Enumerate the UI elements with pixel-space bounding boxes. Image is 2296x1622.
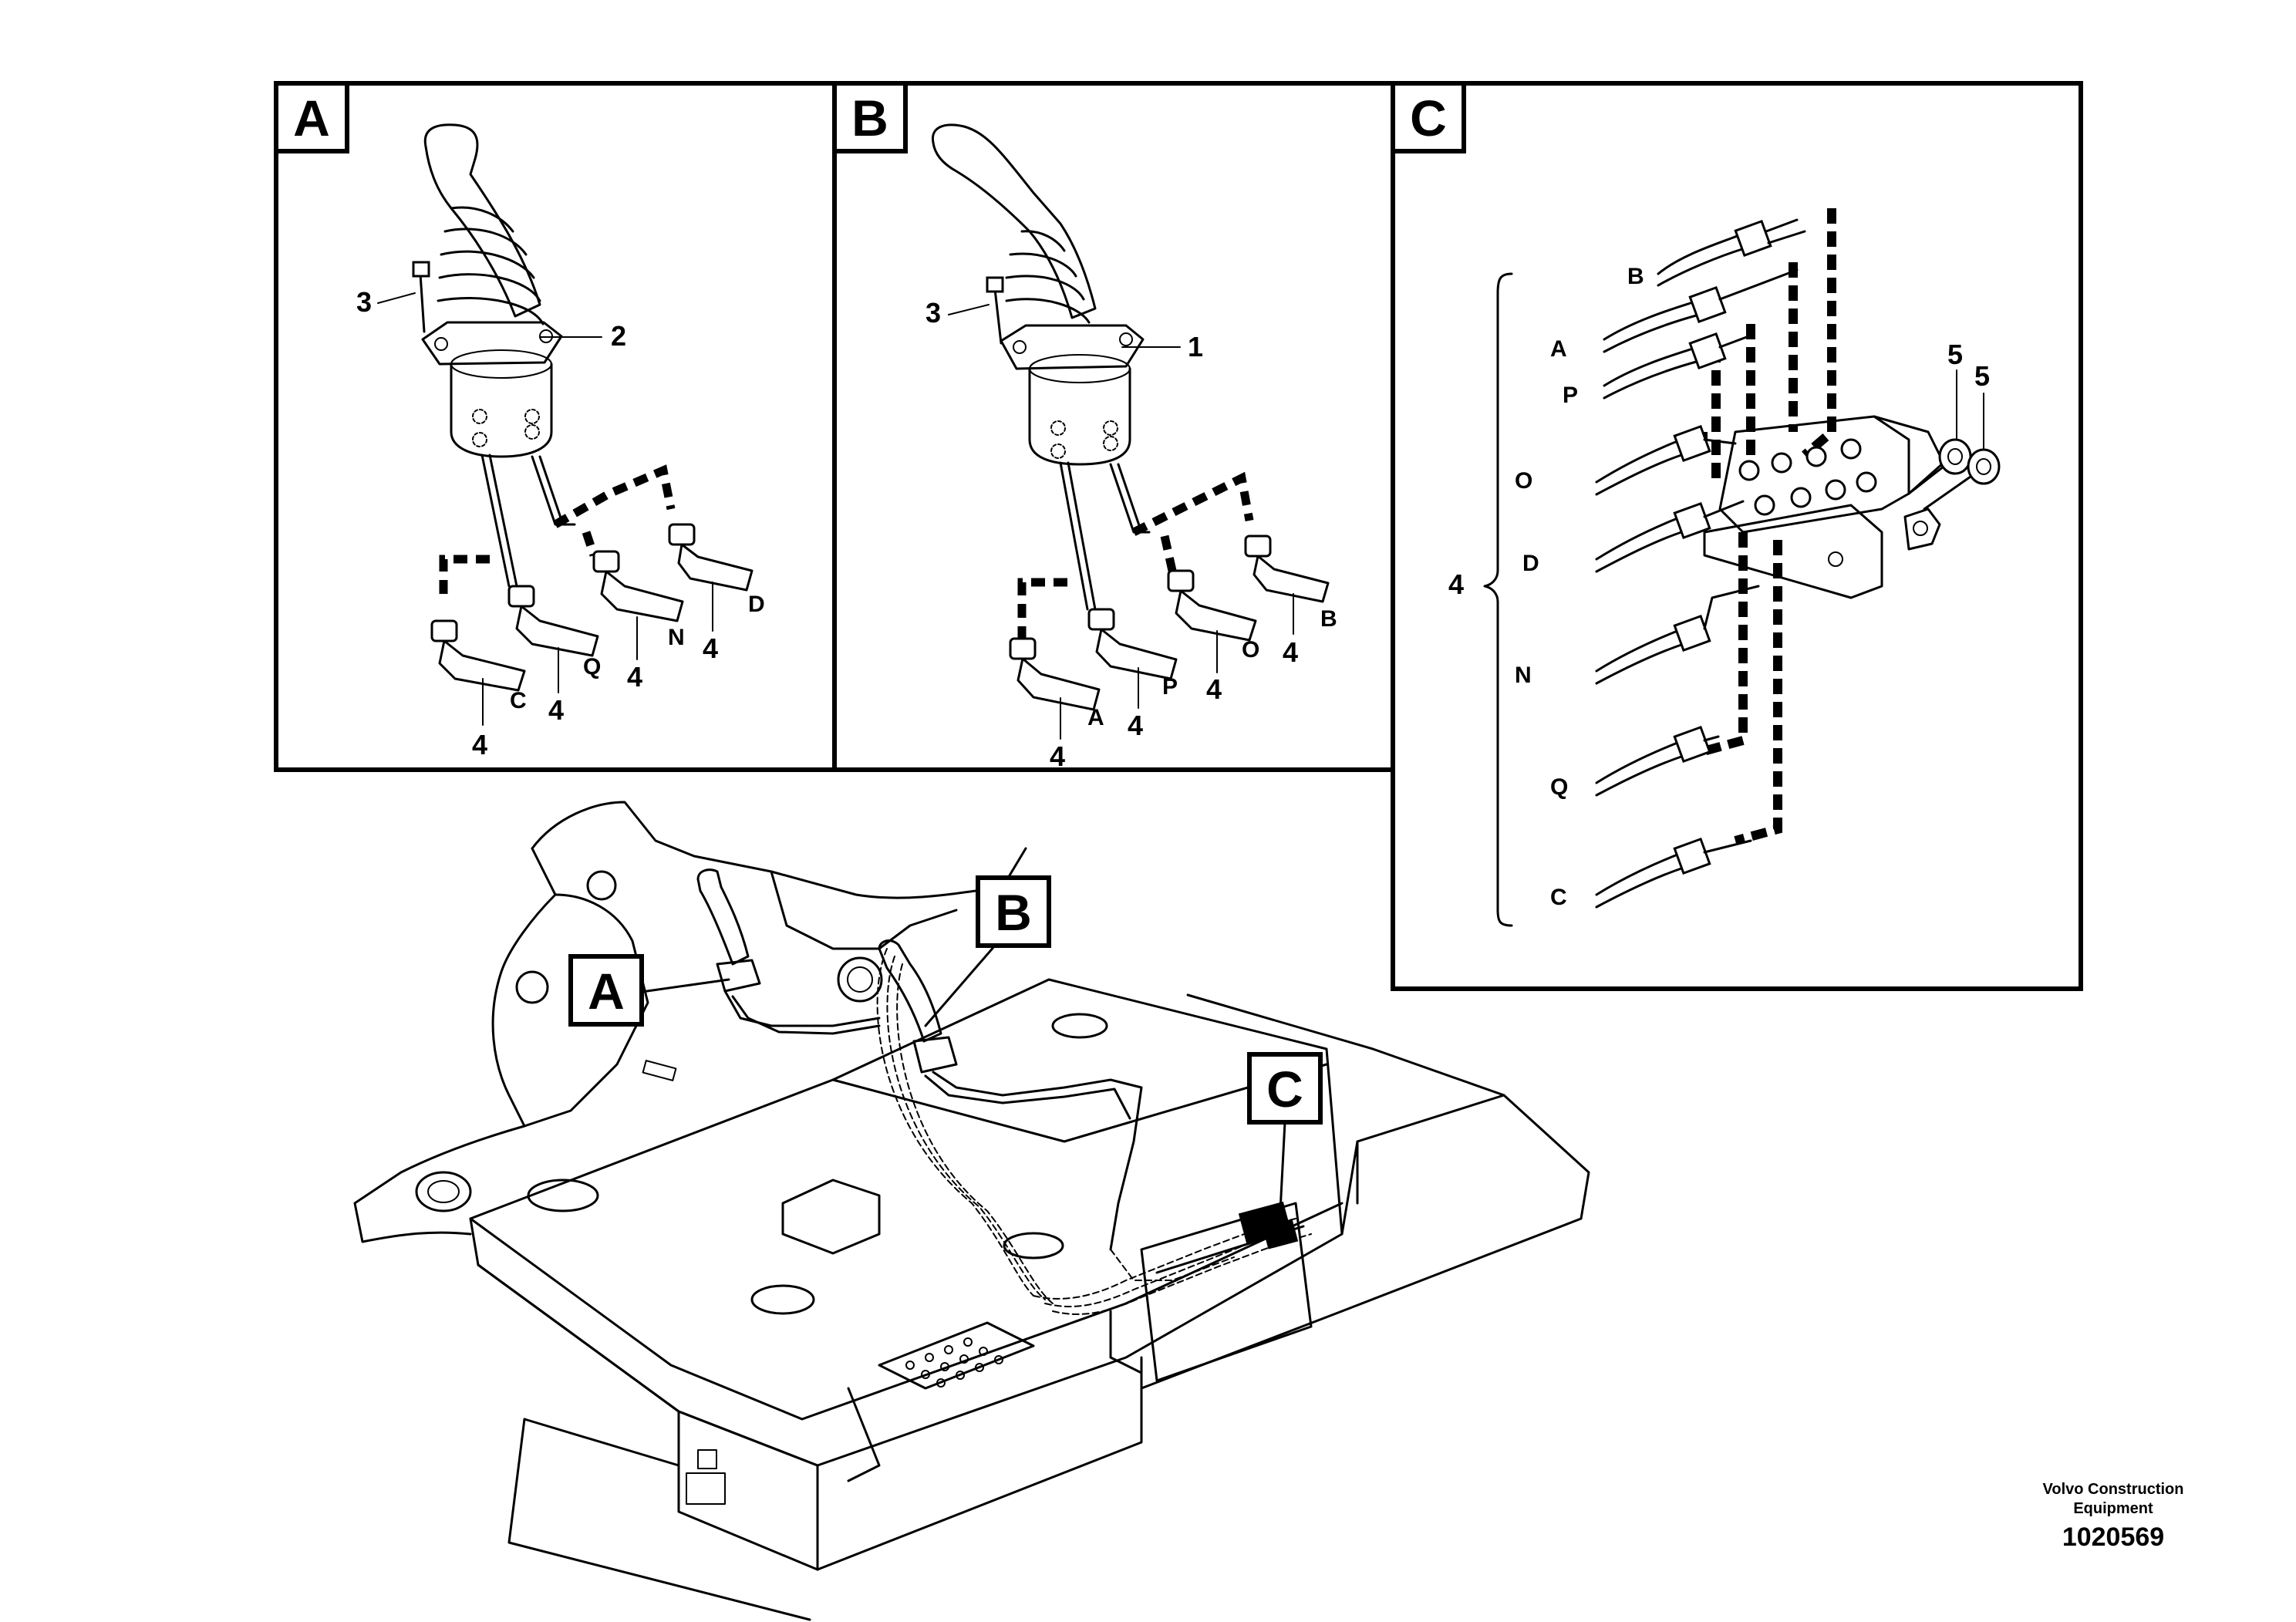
callout-nut-5-left: 5 [1947,339,1963,370]
panel-c-frame [1391,81,2083,991]
callout-joystick-b: 1 [1188,331,1203,363]
hose-c-o [1595,424,1737,496]
company-name-line2: Equipment [2073,1500,2153,1517]
panel-b: B [832,81,1395,772]
callout-hose-b-2: 4 [1128,710,1143,741]
port-label-a-q: Q [583,654,601,679]
overview-callout-b-letter: B [995,884,1032,941]
panel-a-letter: A [293,89,330,147]
callout-screw-a: 3 [356,286,372,318]
overview-valve-cluster [1238,1201,1299,1249]
port-label-b-p: P [1162,674,1178,700]
port-label-c-q: Q [1550,774,1568,800]
callout-hose-b-1: 4 [1050,740,1065,772]
port-label-a-n: N [668,625,685,650]
port-label-c-o: O [1515,468,1532,494]
overview-callout-b: B [924,875,1051,1027]
callout-hose-a-1: 4 [472,729,487,760]
panel-a: A [274,81,837,772]
hose-c-q [1595,725,1720,797]
hose-fitting-n [592,550,684,622]
hose-c-a [1603,268,1799,353]
hose-c-d [1595,500,1745,573]
hose-fitting-b [1244,534,1330,603]
port-label-c-a: A [1550,336,1567,362]
overview-callout-c-letter: C [1266,1061,1303,1118]
panel-c-letter: C [1410,89,1447,147]
port-label-b-a: A [1087,705,1104,730]
company-name-line1: Volvo Construction [2043,1481,2184,1498]
overview-callout-c: C [1247,1052,1323,1212]
panel-c-letter-box [1391,81,1466,153]
hose-fitting-c [430,619,526,692]
overview-callout-a-letter: A [588,963,625,1020]
callout-screw-b: 3 [925,297,941,329]
port-label-c-p: P [1563,383,1578,408]
port-label-b-o: O [1242,637,1259,663]
port-label-c-n: N [1515,663,1532,688]
overview-joystick-a [696,868,881,1035]
panel-b-frame [832,81,1395,772]
hose-fitting-a [1009,637,1101,711]
nut-5-left [1907,438,1972,495]
overview-joystick-b [878,939,1143,1251]
hose-c-n [1595,585,1760,685]
port-label-a-c: C [510,688,527,713]
step-grate [878,1321,1035,1390]
port-label-c-c: C [1550,885,1567,910]
port-label-a-d: D [748,592,765,617]
callout-joystick-a: 2 [611,320,626,352]
callout-hoses-c: 4 [1448,568,1464,600]
joystick-b-drawing [931,123,1330,711]
callout-hose-a-4: 4 [703,632,718,664]
joystick-a-drawing [412,123,754,692]
hose-c-b [1657,218,1806,287]
panel-b-letter: B [851,89,888,147]
panel-c: C [1391,81,2083,991]
port-label-c-d: D [1522,551,1539,576]
panel-a-letter-box [274,81,349,153]
hose-c-p [1603,332,1752,400]
hose-fitting-p [1087,608,1178,680]
callout-hose-a-2: 4 [548,694,564,726]
port-label-c-b: B [1627,264,1644,289]
overview-callout-a: A [568,954,730,1027]
callout-hose-b-3: 4 [1206,673,1222,705]
hose-fitting-q [507,585,599,657]
panel-b-letter-box [832,81,908,153]
port-label-b-b: B [1320,606,1337,632]
figure-number: 1020569 [2062,1523,2164,1552]
callout-hose-b-4: 4 [1283,636,1298,668]
callout-hose-a-3: 4 [627,661,642,693]
hose-c-c [1595,837,1752,909]
callout-nut-5-right: 5 [1974,360,1990,392]
panel-a-frame [274,81,837,772]
hose-fitting-o [1167,569,1257,642]
hose-group-bracket [1483,272,1513,927]
hose-fitting-d [668,523,754,592]
machine-overview [353,801,1590,1621]
valve-block [1703,415,1945,599]
